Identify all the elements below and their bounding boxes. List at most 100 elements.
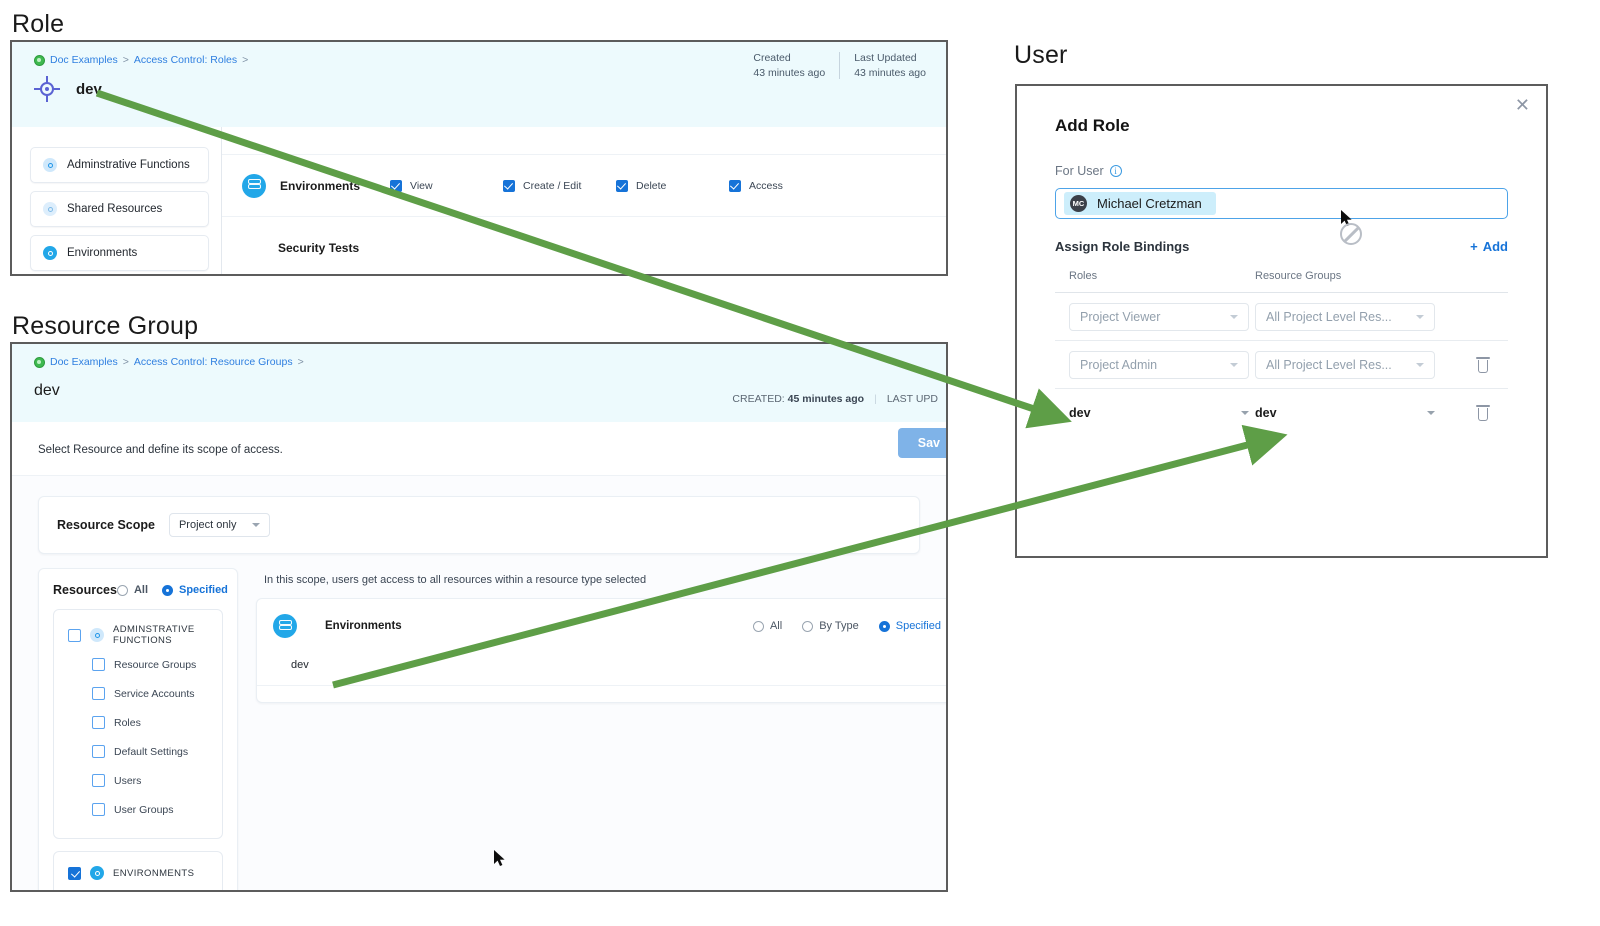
resource-group-section-caption: Resource Group [12, 312, 199, 340]
avatar: MC [1070, 195, 1087, 212]
column-header-roles: Roles [1069, 270, 1098, 282]
checkbox-icon[interactable] [92, 745, 105, 758]
role-category-shared-resources[interactable]: Shared Resources [30, 191, 209, 227]
resource-group-select[interactable]: All Project Level Res... [1255, 350, 1435, 379]
delete-binding-icon[interactable] [1476, 405, 1490, 421]
role-category-environments[interactable]: Environments [30, 235, 209, 271]
rg-meta-divider: | [874, 393, 877, 405]
resource-item-label: Roles [114, 716, 141, 729]
resource-item-users[interactable]: Users [64, 766, 212, 795]
meta-created-value: 43 minutes ago [753, 67, 826, 79]
info-icon[interactable]: i [1109, 165, 1122, 177]
chevron-down-icon [1230, 314, 1238, 319]
rg-breadcrumb-separator: > [122, 356, 129, 368]
resource-item-service-accounts[interactable]: Service Accounts [64, 679, 212, 708]
checkbox-icon[interactable] [92, 774, 105, 787]
checkbox-icon[interactable] [68, 628, 81, 642]
resource-item-resource-groups[interactable]: Resource Groups [64, 650, 212, 679]
group-header[interactable]: ENVIRONMENTS [64, 864, 212, 884]
role-select[interactable]: dev [1069, 406, 1249, 420]
permissions-top-rule [222, 137, 946, 155]
checkbox-access[interactable]: Access [729, 179, 842, 192]
resources-mode-all[interactable]: All [116, 584, 148, 596]
permission-checkboxes: View Create / Edit Delete Access [390, 179, 928, 192]
resource-scope-label: Resource Scope [57, 518, 155, 532]
checkbox-icon[interactable] [92, 687, 105, 700]
role-select[interactable]: Project Viewer [1069, 302, 1249, 331]
role-category-label: Shared Resources [67, 203, 163, 215]
column-header-resource-groups: Resource Groups [1255, 270, 1342, 282]
role-category-label: Environments [67, 247, 138, 259]
scope-detail: In this scope, users get access to all r… [256, 568, 946, 890]
crosshair-target-icon [34, 76, 60, 102]
checkbox-label: View [410, 179, 433, 192]
role-panel: Doc Examples > Access Control: Roles > d… [10, 40, 948, 276]
resource-scope-select[interactable]: Project only [168, 513, 271, 537]
bindings-title: Assign Role Bindings [1055, 239, 1190, 254]
environments-scope-card: Environments All By Type [256, 598, 946, 703]
resource-group-cell: All Project Level Res... [1249, 350, 1449, 379]
user-chip[interactable]: MC Michael Cretzman [1064, 192, 1216, 215]
resources-title: Resources [53, 583, 117, 597]
checkbox-view[interactable]: View [390, 179, 503, 192]
user-select-field[interactable]: MC Michael Cretzman [1055, 188, 1508, 219]
resource-item-label: Users [114, 774, 142, 787]
resource-group-select[interactable]: All Project Level Res... [1255, 302, 1435, 331]
rg-breadcrumb-item-groups[interactable]: Access Control: Resource Groups [133, 356, 293, 368]
checkbox-icon[interactable] [92, 803, 105, 816]
user-section-caption: User [1014, 41, 1068, 69]
resource-group-cell: dev [1249, 406, 1449, 420]
add-binding-button[interactable]: + Add [1470, 239, 1508, 254]
rg-title-row: dev [12, 368, 946, 400]
env-mode-specified[interactable]: Specified [878, 620, 941, 632]
checkbox-icon[interactable] [92, 716, 105, 729]
breadcrumb-item-project[interactable]: Doc Examples [50, 54, 118, 66]
environments-selected-list: dev [257, 653, 946, 686]
resource-group-environments: ENVIRONMENTS [53, 851, 223, 890]
environment-list-item[interactable]: dev [291, 659, 309, 671]
chevron-down-icon [1416, 314, 1424, 319]
scope-note: In this scope, users get access to all r… [264, 574, 647, 586]
resources-mode-specified[interactable]: Specified [162, 584, 228, 596]
resources-card: Resources All Specified [38, 568, 238, 890]
for-user-label: For User [1055, 164, 1104, 178]
radio-label: Specified [179, 584, 228, 596]
checkbox-label: Delete [636, 179, 667, 192]
role-category-adminstrative-functions[interactable]: Adminstrative Functions [30, 147, 209, 183]
resource-item-user-groups[interactable]: User Groups [64, 795, 212, 824]
breadcrumb-item-roles[interactable]: Access Control: Roles [133, 54, 238, 66]
rg-page-title: dev [34, 382, 60, 399]
env-mode-all[interactable]: All [752, 620, 782, 632]
checkbox-delete[interactable]: Delete [616, 179, 729, 192]
group-title: ENVIRONMENTS [113, 867, 195, 879]
permission-row-label: Security Tests [278, 241, 360, 255]
radio-icon-selected [878, 620, 890, 632]
checkbox-icon [729, 179, 742, 192]
group-title: ADMINSTRATIVE FUNCTIONS [113, 624, 195, 646]
role-select[interactable]: Project Admin [1069, 350, 1249, 379]
resource-item-default-settings[interactable]: Default Settings [64, 737, 212, 766]
checkbox-create-edit[interactable]: Create / Edit [503, 179, 616, 192]
project-dot-icon [34, 54, 45, 66]
checkbox-icon[interactable] [92, 658, 105, 671]
chevron-down-icon [252, 523, 261, 527]
env-mode-by-type[interactable]: By Type [802, 620, 859, 632]
dot-circle-icon [43, 158, 57, 172]
checkbox-icon-checked[interactable] [68, 866, 81, 880]
save-button[interactable]: Sav [897, 428, 946, 458]
resource-group-select[interactable]: dev [1255, 406, 1435, 420]
rg-breadcrumb: Doc Examples > Access Control: Resource … [12, 344, 946, 368]
meta-created-label: Created [753, 52, 791, 64]
delete-binding-icon[interactable] [1476, 356, 1490, 373]
checkbox-icon [503, 179, 516, 192]
permission-row-label: Environments [280, 178, 361, 193]
rg-breadcrumb-item-project[interactable]: Doc Examples [50, 356, 118, 368]
close-icon[interactable]: ✕ [1514, 95, 1530, 115]
dialog-body: ✕ Add Role For User i MC Michael Cretzma… [1017, 86, 1546, 556]
resource-item-roles[interactable]: Roles [64, 708, 212, 737]
dot-circle-icon [43, 246, 57, 260]
resource-group-select-value: All Project Level Res... [1266, 309, 1392, 324]
group-header[interactable]: ADMINSTRATIVE FUNCTIONS [64, 622, 212, 650]
chevron-down-icon [1427, 411, 1435, 415]
mouse-cursor-dragging [1341, 210, 1352, 226]
